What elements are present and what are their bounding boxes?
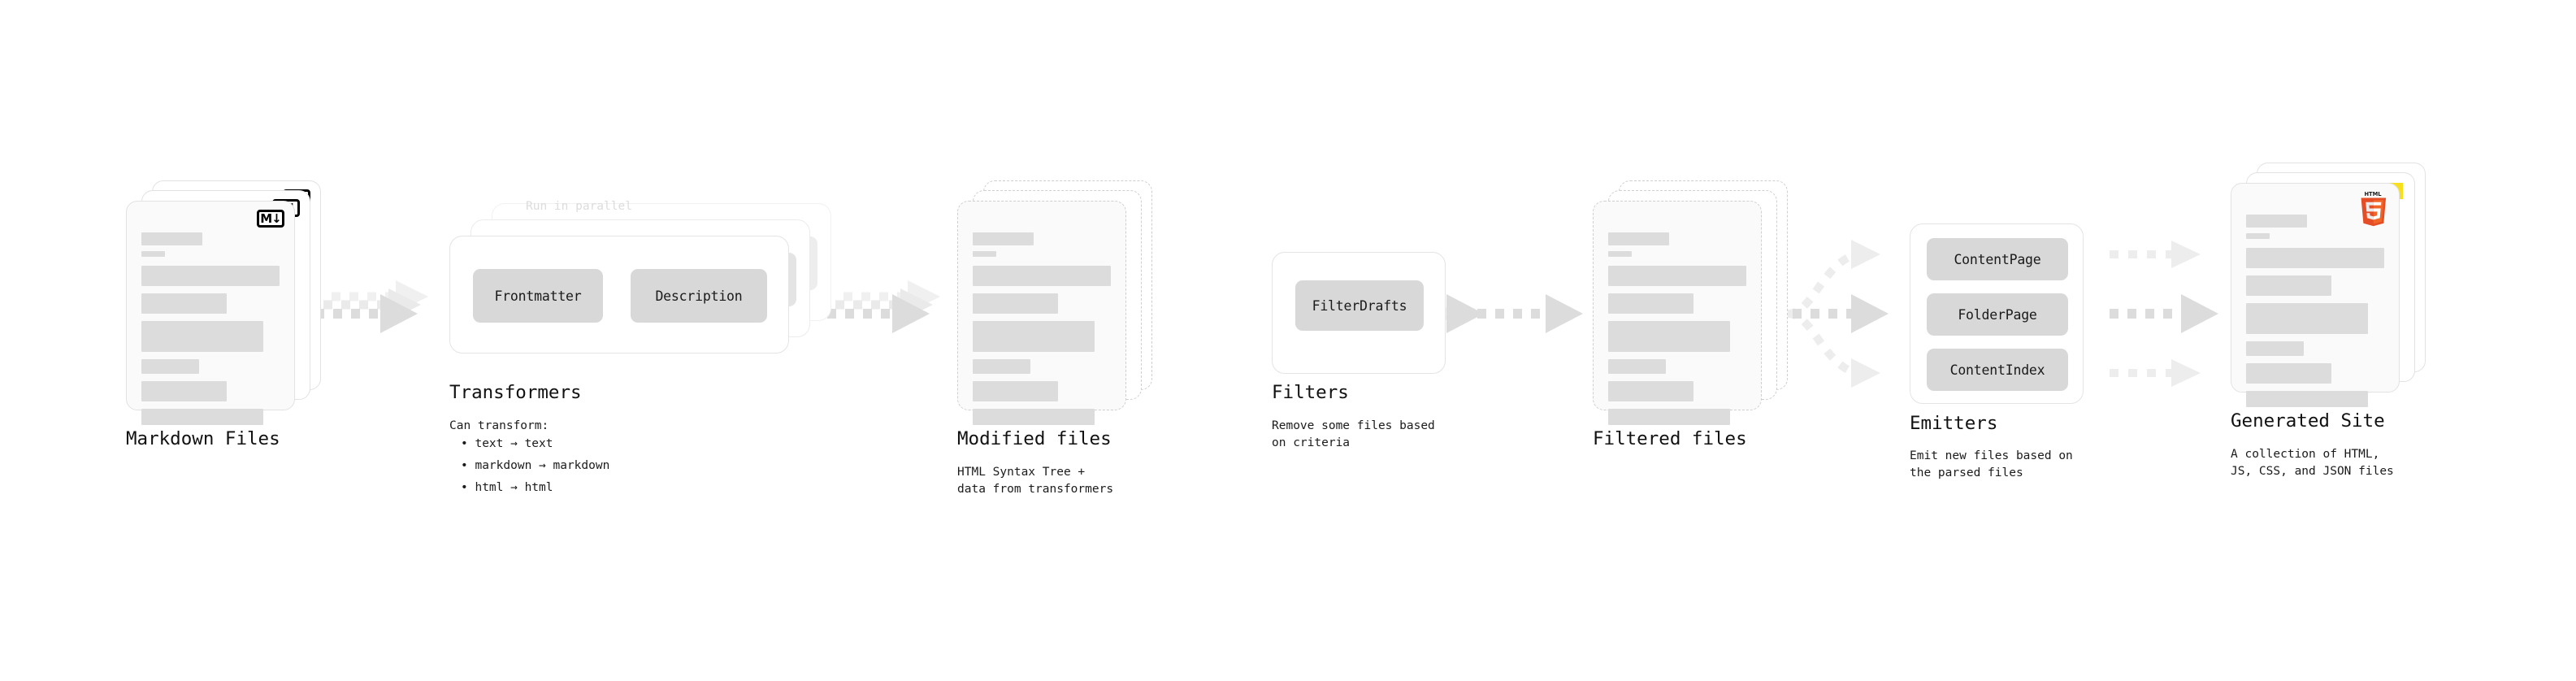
- html5-badge: HTML: [2357, 191, 2389, 232]
- stage-title-filtered-files: Filtered files: [1593, 428, 1747, 449]
- doc-bar: [1608, 293, 1694, 314]
- connector-transformers-to-modified: [827, 280, 940, 333]
- html5-badge-label: HTML: [2364, 191, 2382, 197]
- doc-bar: [1608, 232, 1669, 245]
- generated-doc-content: [2246, 215, 2384, 413]
- emitters-box: ContentPage FolderPage ContentIndex: [1910, 223, 2084, 404]
- doc-bar: [141, 251, 165, 257]
- transformers-subtitle: Can transform:: [449, 419, 549, 432]
- doc-bar: [1608, 251, 1632, 257]
- doc-bar: [973, 381, 1059, 401]
- stage-title-transformers: Transformers: [449, 382, 582, 403]
- filtered-doc-content: [1608, 232, 1746, 431]
- modified-files-subtitle: HTML Syntax Tree + data from transformer…: [957, 466, 1114, 496]
- doc-bar: [2246, 303, 2368, 334]
- html5-badge-icon: HTML: [2361, 191, 2387, 227]
- modified-doc-front: [957, 201, 1126, 425]
- doc-bar: [2246, 215, 2307, 228]
- filter-chip-filterdrafts[interactable]: FilterDrafts: [1295, 280, 1424, 331]
- doc-bar: [2246, 248, 2384, 268]
- doc-bar: [2246, 275, 2332, 296]
- doc-bar: [973, 232, 1034, 245]
- doc-bar: [2246, 363, 2332, 384]
- doc-bar: [1608, 359, 1667, 374]
- transformers-group-stack: Frontmatter Description: [449, 203, 831, 354]
- doc-bar: [141, 409, 263, 425]
- transformers-bullet-0: • text → text: [461, 437, 553, 450]
- stage-title-emitters: Emitters: [1910, 413, 1998, 434]
- markdown-doc-content: [141, 232, 280, 431]
- doc-bar: [141, 359, 200, 374]
- emitter-chip-contentindex[interactable]: ContentIndex: [1927, 349, 2068, 391]
- doc-bar: [2246, 391, 2368, 407]
- doc-bar: [973, 293, 1059, 314]
- doc-bar: [973, 266, 1111, 286]
- doc-bar: [141, 266, 280, 286]
- filtered-doc-front: [1593, 201, 1762, 425]
- transformer-chip-description[interactable]: Description: [631, 269, 767, 323]
- markdown-badge-front-label: M↓: [257, 210, 284, 228]
- filters-subtitle: Remove some files based on criteria: [1272, 419, 1435, 449]
- stage-title-modified-files: Modified files: [957, 428, 1112, 449]
- doc-bar: [973, 359, 1031, 374]
- stage-title-filters: Filters: [1272, 382, 1349, 403]
- connector-filtered-to-emitters: [1739, 240, 1889, 388]
- connector-filters-to-filtered: [1477, 294, 1583, 333]
- doc-bar: [141, 232, 202, 245]
- generated-site-subtitle: A collection of HTML, JS, CSS, and JSON …: [2231, 448, 2394, 478]
- doc-bar: [141, 381, 228, 401]
- emitter-chip-contentpage[interactable]: ContentPage: [1927, 238, 2068, 280]
- generated-doc-front: HTML: [2231, 183, 2400, 407]
- markdown-doc-front: M↓: [126, 201, 295, 425]
- doc-bar: [2246, 233, 2270, 239]
- markdown-badge: M↓: [257, 210, 284, 228]
- doc-bar: [141, 321, 263, 352]
- transformer-box-front: Frontmatter Description: [449, 236, 789, 354]
- stage-title-markdown-files: Markdown Files: [126, 428, 280, 449]
- doc-bar: [973, 409, 1095, 425]
- filters-box: FilterDrafts: [1272, 252, 1446, 374]
- stage-title-generated-site: Generated Site: [2231, 410, 2385, 432]
- doc-bar: [2246, 341, 2305, 356]
- modified-doc-content: [973, 232, 1111, 431]
- run-in-parallel-label: Run in parallel: [526, 200, 632, 213]
- transformers-bullet-1: • markdown → markdown: [461, 459, 610, 472]
- doc-bar: [973, 251, 996, 257]
- doc-bar: [1608, 409, 1730, 425]
- emitters-subtitle: Emit new files based on the parsed files: [1910, 449, 2073, 479]
- doc-bar: [1608, 321, 1730, 352]
- transformer-chip-frontmatter[interactable]: Frontmatter: [473, 269, 603, 323]
- connector-md-to-transformers: [315, 280, 428, 333]
- doc-bar: [973, 321, 1095, 352]
- emitter-chip-folderpage[interactable]: FolderPage: [1927, 293, 2068, 336]
- doc-bar: [1608, 381, 1694, 401]
- doc-bar: [141, 293, 228, 314]
- connector-emitters-to-site: [2110, 241, 2218, 387]
- doc-bar: [1608, 266, 1746, 286]
- transformers-bullet-2: • html → html: [461, 481, 553, 494]
